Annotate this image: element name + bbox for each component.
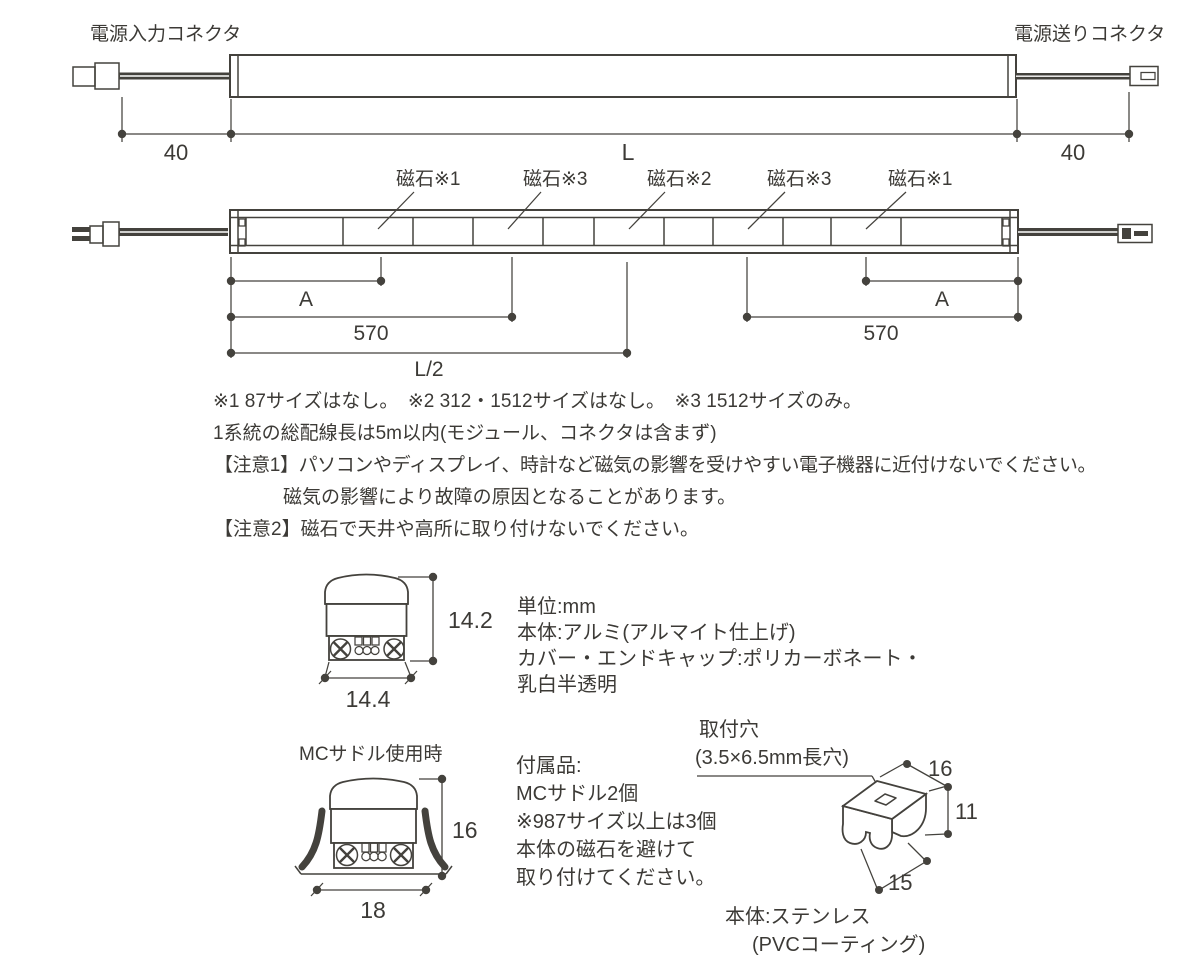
cross-section-drawing <box>318 572 438 685</box>
magnet-label-4: 磁石※3 <box>767 169 832 190</box>
size-availability-note: ※1 87サイズはなし。 ※2 312・1512サイズはなし。 ※3 1512サ… <box>213 391 862 412</box>
top-view-drawing <box>72 54 1159 142</box>
dim-a-left-label: A <box>298 288 313 311</box>
accessory-line-1: 付属品: <box>516 755 582 777</box>
power-output-connector-label: 電源送りコネクタ <box>1014 24 1166 45</box>
magnet-label-2: 磁石※3 <box>523 169 588 190</box>
accessory-line-3: ※987サイズ以上は3個 <box>516 811 717 833</box>
spec-body-line: 本体:アルミ(アルマイト仕上げ) <box>517 622 796 644</box>
saddle-section-title: MCサドル使用時 <box>299 744 443 765</box>
dim-570-left-label: 570 <box>353 322 389 345</box>
accessory-line-2: MCサドル2個 <box>516 783 639 805</box>
wiring-length-note: 1系統の総配線長は5m以内(モジュール、コネクタは含まず) <box>213 423 717 444</box>
magnet-label-3: 磁石※2 <box>647 169 712 190</box>
power-input-connector-label: 電源入力コネクタ <box>90 24 242 45</box>
accessory-line-5: 取り付けてください。 <box>516 867 716 889</box>
dim-40-right-label: 40 <box>1060 140 1086 165</box>
magnet-segment-dividers <box>342 217 902 246</box>
cross-section-height-label: 14.2 <box>448 607 493 633</box>
dim-40-left-label: 40 <box>163 140 189 165</box>
accessory-line-4: 本体の磁石を避けて <box>516 839 696 861</box>
spec-unit-line: 単位:mm <box>517 596 596 618</box>
caution-1-line-2: 磁気の影響により故障の原因となることがあります。 <box>283 487 737 508</box>
cross-section-width-label: 14.4 <box>345 686 391 712</box>
saddle-material-line-2: (PVCコーティング) <box>752 934 926 956</box>
dim-a-right-label: A <box>934 288 949 311</box>
spec-cover-line-2: 乳白半透明 <box>517 674 617 696</box>
dim-half-length-label: L/2 <box>414 358 444 381</box>
mounting-hole-size-label: (3.5×6.5mm長穴) <box>695 747 849 769</box>
saddle-section-drawing <box>294 774 453 897</box>
saddle-material-line-1: 本体:ステンレス <box>725 906 871 928</box>
magnet-label-1: 磁石※1 <box>396 169 461 190</box>
magnet-label-5: 磁石※1 <box>888 169 953 190</box>
magnet-leader-lines <box>377 191 907 230</box>
saddle-width-label: 18 <box>360 897 386 923</box>
dim-570-right-label: 570 <box>863 322 899 345</box>
saddle-part-height-label: 11 <box>955 799 978 824</box>
saddle-3d-drawing <box>697 760 952 894</box>
caution-1-line-1: 【注意1】パソコンやディスプレイ、時計など磁気の影響を受けやすい電子機器に近付け… <box>214 455 1097 476</box>
saddle-depth-label: 16 <box>928 756 953 781</box>
mounting-hole-label: 取付穴 <box>699 719 759 741</box>
dim-length-label: L <box>621 139 635 165</box>
spec-cover-line: カバー・エンドキャップ:ポリカーボネート・ <box>517 648 923 670</box>
saddle-height-label: 16 <box>452 817 478 843</box>
saddle-part-width-label: 15 <box>888 870 913 895</box>
magnet-view-drawing <box>72 191 1153 358</box>
caution-2: 【注意2】磁石で天井や高所に取り付けないでください。 <box>214 519 699 540</box>
